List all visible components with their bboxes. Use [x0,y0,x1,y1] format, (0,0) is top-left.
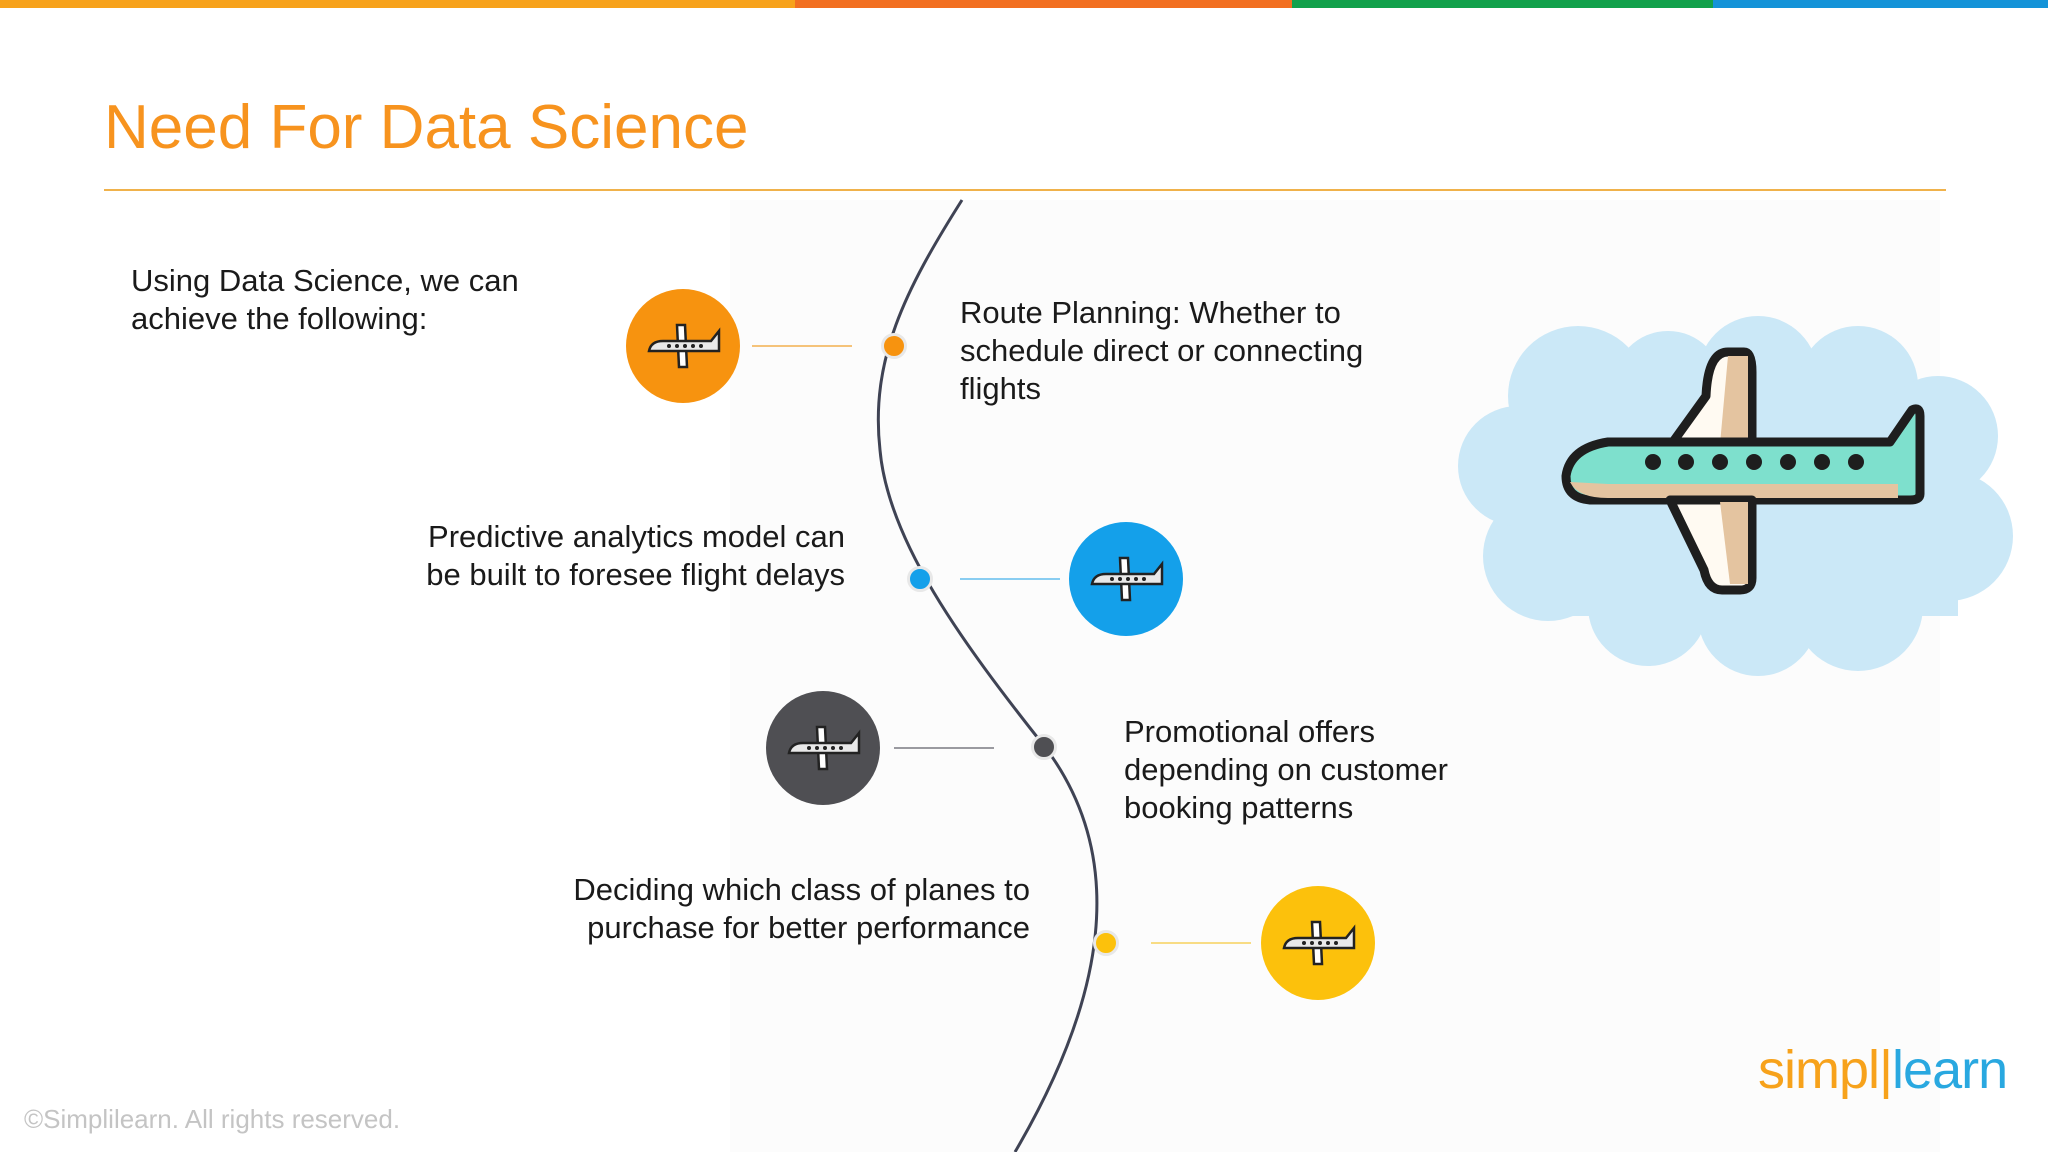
simplilearn-logo: simpl|learn [1758,1038,2008,1102]
airplane-icon [1090,556,1164,602]
title-divider [104,189,1946,191]
timeline-dot-3 [1031,734,1057,760]
airplane-badge-3 [766,691,880,805]
item-text-2: Predictive analytics model can be built … [426,519,845,592]
item-text-3: Promotional offers depending on customer… [1124,714,1449,825]
item-text-1: Route Planning: Whether to schedule dire… [960,295,1364,406]
top-color-bar [0,0,2048,8]
airplane-badge-4 [1261,886,1375,1000]
timeline-dot-1 [881,333,907,359]
logo-part-learn: learn [1892,1040,2008,1100]
connector-line-1 [752,345,852,347]
airplane-badge-1 [626,289,740,403]
item-text-4: Deciding which class of planes to purcha… [573,872,1030,945]
airplane-icon [1282,920,1356,966]
timeline-dot-4 [1093,930,1119,956]
airplane-icon [647,323,721,369]
logo-part-simpl: simpl [1758,1040,1880,1100]
logo-separator: | [1879,1040,1893,1100]
airplane-badge-2 [1069,522,1183,636]
connector-line-4 [1151,942,1251,944]
connector-line-3 [894,747,994,749]
timeline-dot-2 [907,566,933,592]
connector-line-2 [960,578,1060,580]
airplane-icon [787,725,861,771]
copyright-text: ©Simplilearn. All rights reserved. [24,1104,401,1134]
airplane-cloud-icon [1458,316,2013,676]
intro-text: Using Data Science, we can achieve the f… [131,263,519,336]
slide-title: Need For Data Science [104,93,749,162]
